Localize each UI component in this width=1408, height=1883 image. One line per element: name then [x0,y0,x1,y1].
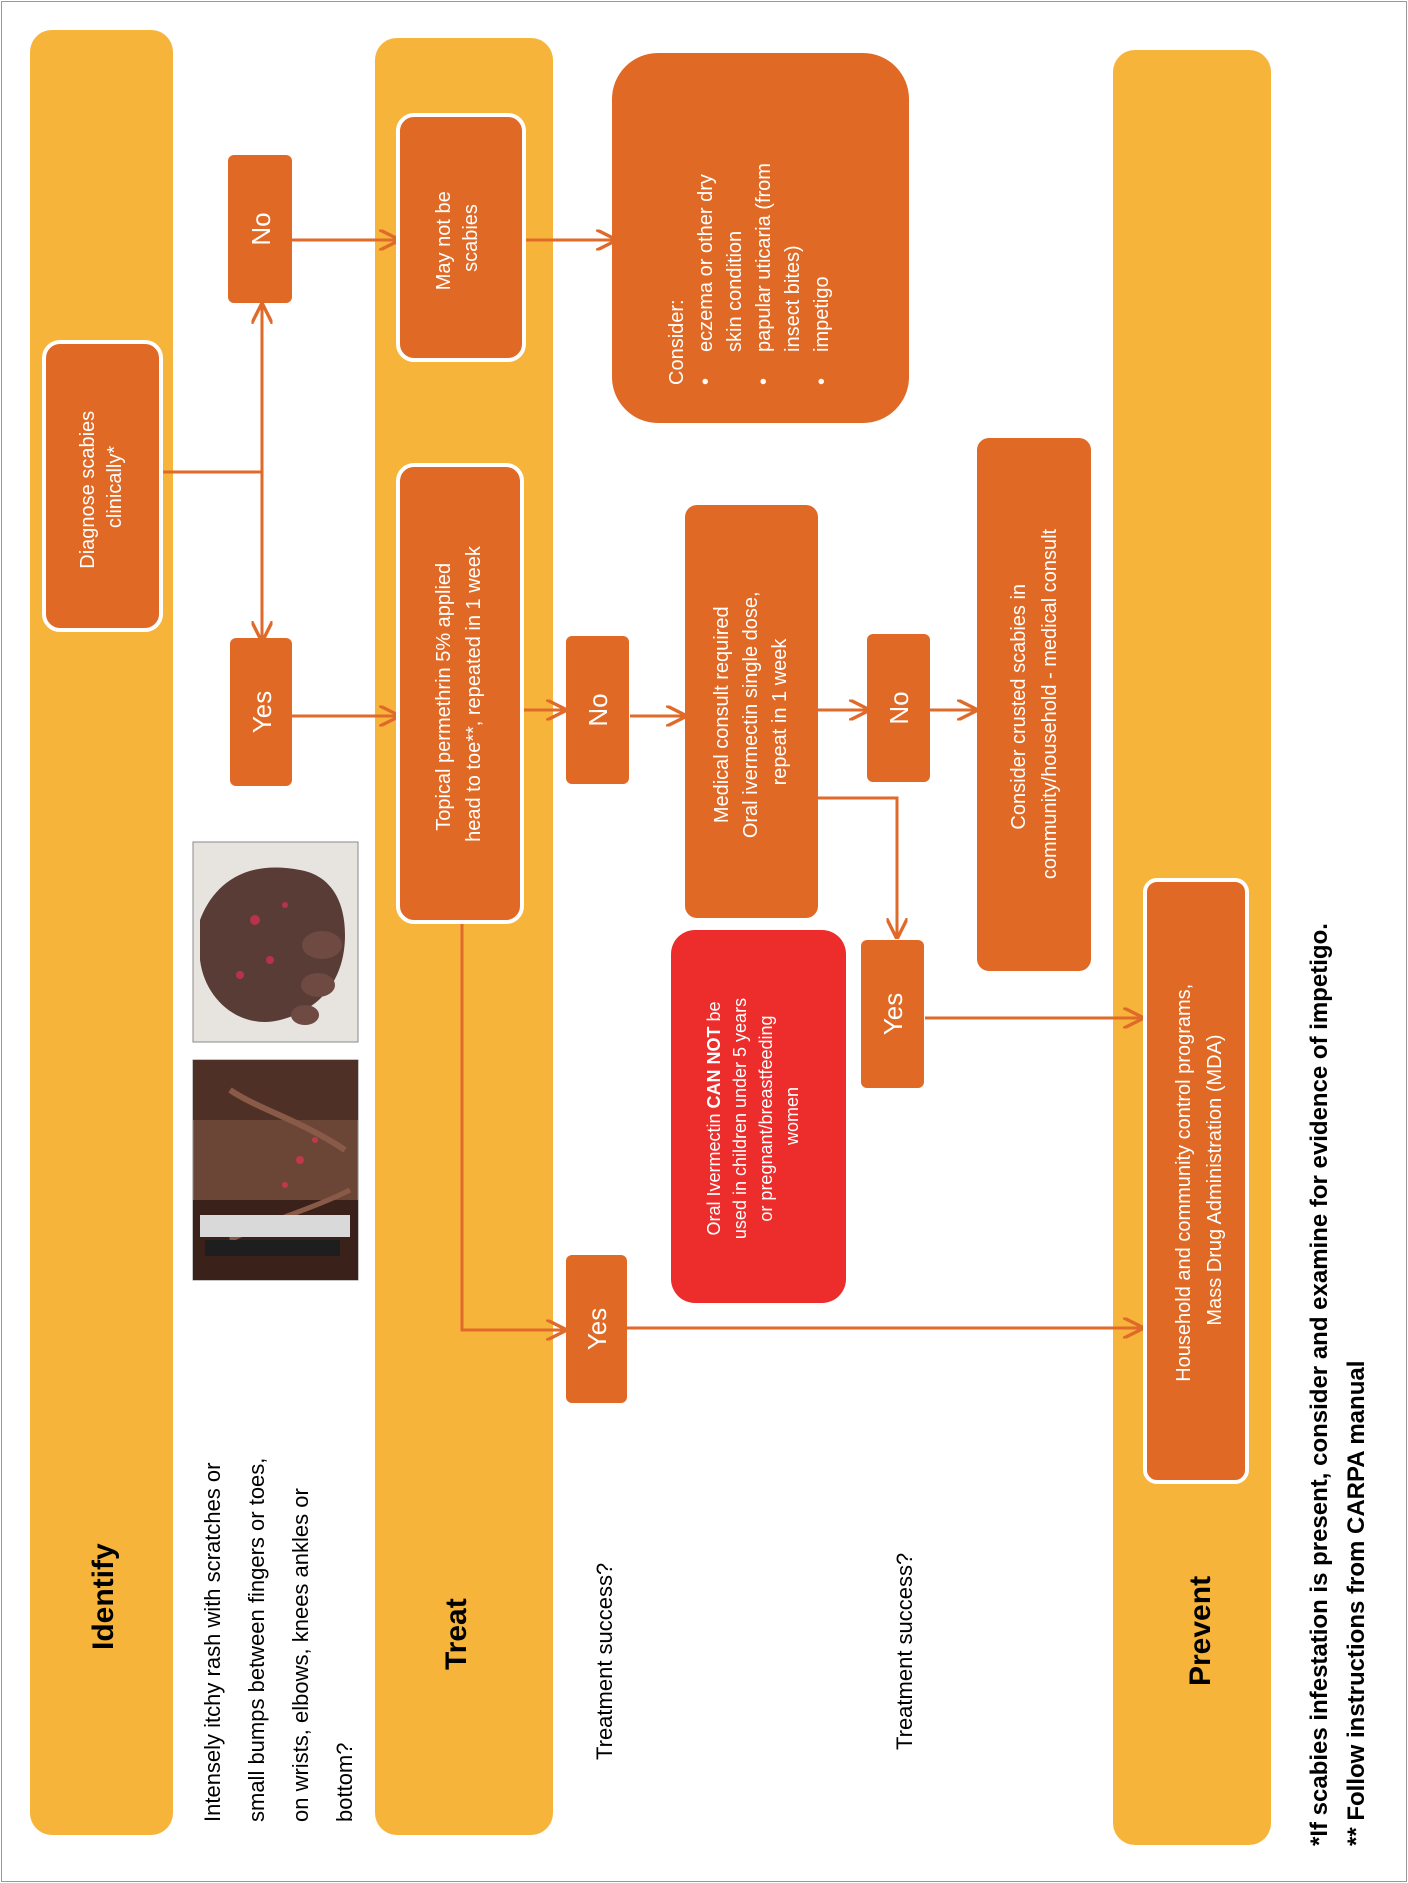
warning-text: Oral Ivermectin CAN NOT be used in child… [704,993,802,1239]
ivermectin-warning-box [671,930,846,1303]
identify-question-line: Intensely itchy rash with scratches or [200,1463,225,1822]
yes-label-3: Yes [878,993,908,1035]
warning-post: be [704,1001,724,1026]
yes-label-1: Yes [247,691,277,733]
yes-node-1 [230,638,292,786]
crusted-line: community/household - medical consult [1039,528,1061,879]
photo-hand-with-ruler [192,1059,359,1281]
ivermectin-line: Medical consult required [711,606,733,823]
warning-line: or pregnant/breastfeeding [756,1015,776,1221]
lane-title-prevent: Prevent [1184,1576,1217,1686]
consider-item-text: skin condition [724,231,746,352]
consider-item-text: eczema or other dry [695,174,717,352]
no-node-3 [867,634,930,782]
ivermectin-line: repeat in 1 week [769,638,791,786]
yes-label-2: Yes [582,1308,612,1350]
footnote-impetigo: *If scabies infestation is present, cons… [1306,923,1333,1846]
identify-question-line: bottom? [332,1743,357,1823]
arrow-permethrin-to-yes [460,922,565,1330]
prevention-line: Household and community control programs… [1173,984,1195,1382]
diagnose-line: clinically* [104,446,126,528]
consider-item-text: insect bites) [782,245,804,352]
photo-foot-toes [192,841,359,1043]
consider-item: • [811,378,833,385]
consider-item: • [753,378,775,385]
consider-text: Consider: • eczema or other dry skin con… [666,157,833,385]
permethrin-line: Topical permethrin 5% applied [433,563,455,831]
ivermectin-box [685,505,818,918]
warning-line: Oral Ivermectin CAN NOT be [704,1001,724,1235]
no-label-1: No [246,212,276,245]
prevention-program-text: Household and community control programs… [1173,978,1226,1382]
diagnose-box [42,340,163,632]
arrow-ivermectin-to-yes [818,796,897,937]
identify-question: Intensely itchy rash with scratches or s… [200,1451,357,1822]
diagnose-text: Diagnose scabies clinically* [77,405,126,568]
treatment-success-label: Treatment success? [592,1563,617,1760]
lane-title-treat: Treat [440,1598,473,1670]
lane-title-identify: Identify [87,1543,120,1650]
ivermectin-line: Oral ivermectin single dose, [740,591,762,838]
may-not-be-scabies-text: May not be scabies [433,186,482,291]
permethrin-text: Topical permethrin 5% applied head to to… [433,545,485,842]
crusted-scabies-text: Consider crusted scabies in community/ho… [1008,528,1061,879]
no-node-2 [566,636,629,784]
diagnose-line: Diagnose scabies [77,411,99,569]
yes-node-2 [566,1255,627,1403]
consider-heading: Consider: [666,299,688,385]
identify-question-line: small bumps between fingers or toes, [244,1458,269,1822]
may-not-be-line: May not be [433,191,455,290]
warning-line: used in children under 5 years [730,998,750,1239]
permethrin-box [396,463,524,924]
permethrin-line: head to toe**, repeated in 1 week [463,545,485,842]
consider-item: • [695,378,717,385]
consider-item-text: papular uticaria (from [753,163,775,352]
yes-node-3 [861,940,924,1088]
may-not-be-scabies-box [396,113,526,362]
consider-item-text: impetigo [811,276,833,352]
no-label-2: No [583,693,613,726]
may-not-be-line: scabies [460,204,482,272]
crusted-scabies-box [977,438,1091,971]
warning-pre: Oral Ivermectin [704,1109,724,1236]
footnote-carpa: ** Follow instructions from CARPA manual [1343,1361,1370,1846]
identify-question-line: on wrists, elbows, knees ankles or [288,1488,313,1822]
ivermectin-text: Medical consult required Oral ivermectin… [711,586,791,838]
prevention-line: Mass Drug Administration (MDA) [1204,1034,1226,1325]
warning-emphasis: CAN NOT [704,1027,724,1109]
no-label-3: No [884,691,914,724]
no-node-1 [228,155,292,303]
consider-box [612,53,909,423]
prevention-program-box [1143,878,1249,1484]
warning-line: women [782,1087,802,1146]
crusted-line: Consider crusted scabies in [1008,584,1030,830]
treatment-success-label-2: Treatment success? [892,1553,917,1750]
